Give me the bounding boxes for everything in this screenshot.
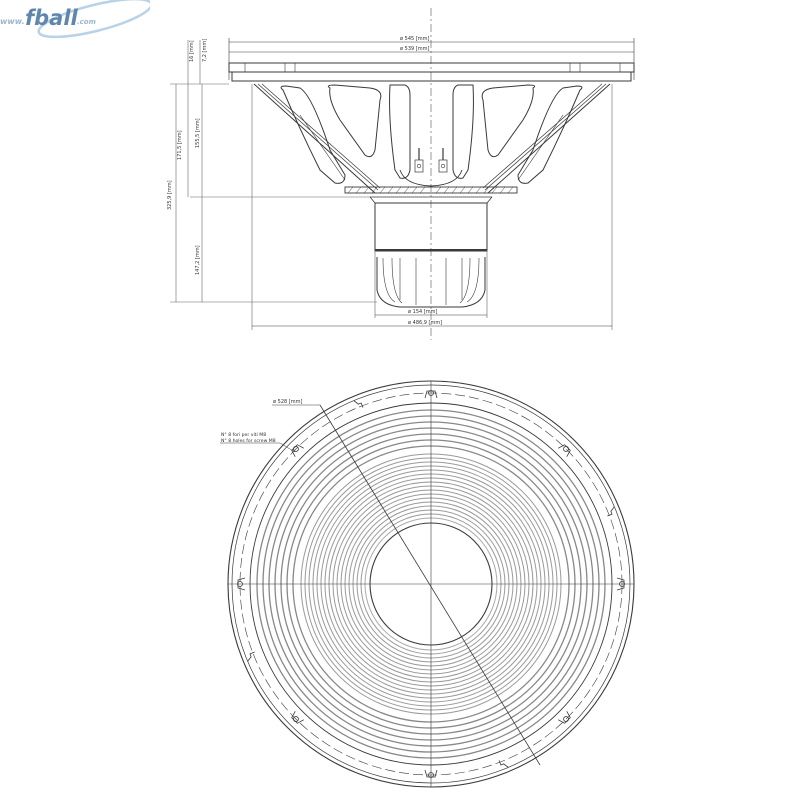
dim-basket-depth: 171,5 [mm]	[177, 130, 183, 160]
watermark-logo: www. fball .com	[0, 0, 153, 45]
hatching	[347, 186, 514, 194]
note-holes-italian: N° 8 fori per viti M8	[221, 432, 266, 438]
watermark-suffix: .com	[77, 18, 96, 26]
dim-outer-diameter: ø 545 [mm]	[400, 36, 429, 42]
front-view-labels: ø 528 [mm] N° 8 fori per viti M8 N° 8 ho…	[221, 399, 302, 444]
dim-flange-thickness: 16 [mm]	[189, 40, 195, 62]
diameter-leader	[319, 404, 541, 766]
watermark-brand: fball	[25, 6, 79, 30]
dim-magnet-diameter: ø 154 [mm]	[408, 309, 437, 315]
dim-bolt-circle: ø 528 [mm]	[273, 399, 302, 405]
dim-total-depth: 325,9 [mm]	[167, 180, 173, 210]
side-view-labels: ø 545 [mm] ø 539 [mm] ø 154 [mm] ø 486,9…	[167, 36, 442, 326]
dim-cone-depth: 155,5 [mm]	[195, 118, 201, 148]
dim-magnet-depth: 147,2 [mm]	[195, 245, 201, 275]
mounting-holes	[237, 390, 625, 778]
watermark-prefix: www.	[0, 17, 25, 26]
watermark-graphic: www. fball .com	[0, 0, 153, 39]
dim-basket-diameter: ø 486,9 [mm]	[408, 320, 442, 326]
side-view	[170, 8, 635, 340]
note-holes-english: N° 8 holes for screw M8	[221, 438, 276, 444]
dim-flange-diameter: ø 539 [mm]	[400, 46, 429, 52]
gasket-notches	[247, 400, 615, 768]
front-view	[220, 380, 635, 788]
dim-gasket-thickness: 7,2 [mm]	[202, 39, 208, 62]
